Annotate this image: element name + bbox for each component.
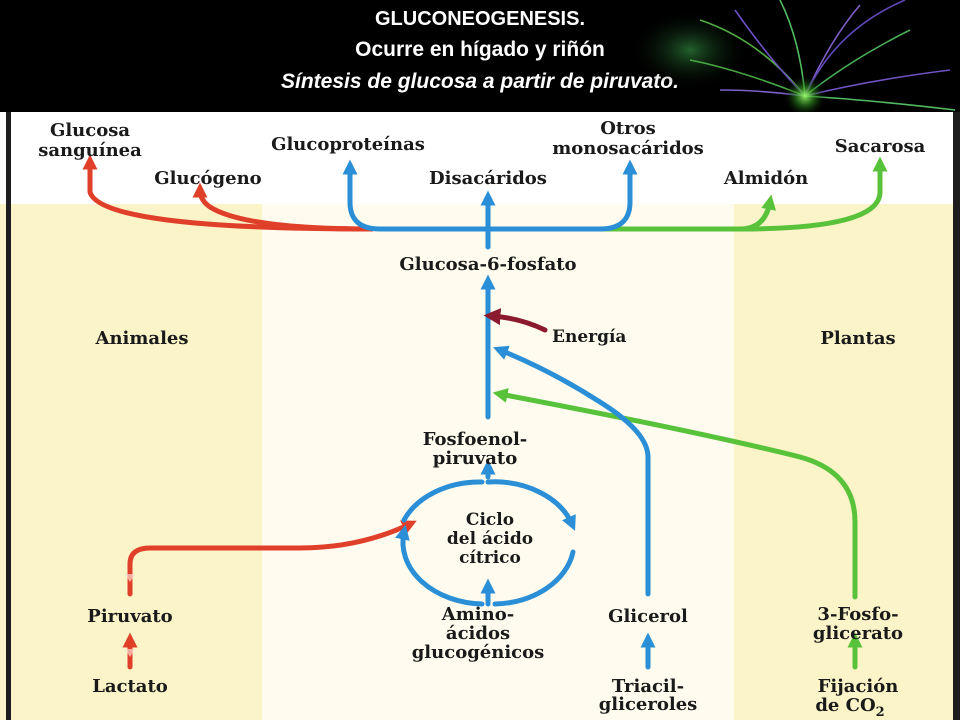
label-sacarosa: Sacarosa <box>835 136 926 157</box>
label-almidon: Almidón <box>723 168 808 189</box>
arrow-to-sacarosa <box>737 156 888 232</box>
chevron-up-icon <box>125 649 135 657</box>
label-glucosa-sanguinea-2: sanguínea <box>38 140 142 161</box>
label-energia: Energía <box>552 327 626 347</box>
label-fijacion-co2-1: Fijación <box>818 676 899 697</box>
ciclo-arc-top-right <box>485 479 576 531</box>
label-glucogeno: Glucógeno <box>154 168 261 189</box>
arrow-to-glucosa-sanguinea <box>82 154 375 232</box>
label-glucosa-6-fosfato: Glucosa-6-fosfato <box>399 254 576 275</box>
label-3-fosfoglicerato-1: 3-Fosfo- <box>817 604 898 625</box>
arrow-to-glucoproteinas <box>342 159 491 232</box>
slide-caption: Síntesis de glucosa a partir de piruvato… <box>281 70 679 93</box>
label-plantas: Plantas <box>820 328 895 349</box>
arrow-glicerol-to-g6p <box>493 345 651 597</box>
label-triacilgliceroles-2: gliceroles <box>599 694 698 715</box>
label-fosfoenolpiruvato-2: piruvato <box>433 448 517 469</box>
label-ciclo-3: cítrico <box>459 548 521 568</box>
label-fijacion-co2-text: de CO <box>815 695 875 716</box>
label-fijacion-co2-subscript: 2 <box>876 705 885 720</box>
label-aminoacidos-2: ácidos <box>446 623 510 644</box>
label-ciclo-2: del ácido <box>447 529 533 549</box>
label-fijacion-co2-2: de CO2 <box>815 695 884 720</box>
label-glucoproteinas: Glucoproteínas <box>271 134 425 155</box>
energy-input-arrow <box>483 308 548 333</box>
label-otros-monosacaridos-2: monosacáridos <box>552 138 704 159</box>
ciclo-arc-bottom-right <box>492 549 576 607</box>
label-aminoacidos-3: glucogénicos <box>412 642 545 663</box>
right-border <box>953 112 960 720</box>
label-triacilgliceroles-1: Triacil- <box>612 676 684 697</box>
slide-header: GLUCONEOGENESIS. Ocurre en hígado y riñó… <box>0 0 960 112</box>
arrow-3-fosfoglicerato-to-g6p <box>492 388 858 600</box>
plants-panel <box>734 204 960 720</box>
ciclo-arc-top-left <box>401 479 485 523</box>
label-aminoacidos-1: Amino- <box>441 604 514 625</box>
arrow-to-otros-monosacaridos <box>485 159 638 232</box>
label-animales: Animales <box>94 328 188 349</box>
label-piruvato: Piruvato <box>87 606 172 627</box>
chevron-up-icon <box>125 574 135 582</box>
label-disacaridos: Disacáridos <box>429 168 547 189</box>
label-glicerol: Glicerol <box>608 606 688 627</box>
label-ciclo-1: Ciclo <box>466 510 514 530</box>
arrow-piruvato-to-ciclo <box>127 520 417 597</box>
burst-decoration-icon <box>630 0 956 112</box>
label-fosfoenolpiruvato-1: Fosfoenol- <box>423 429 528 450</box>
label-otros-monosacaridos-1: Otros <box>600 118 656 139</box>
ciclo-arc-bottom-left <box>395 524 485 607</box>
slide-subtitle: Ocurre en hígado y riñón <box>355 38 605 61</box>
label-3-fosfoglicerato-2: glicerato <box>813 623 903 644</box>
slide-title: GLUCONEOGENESIS. <box>374 8 586 30</box>
left-border <box>6 112 11 720</box>
label-glucosa-sanguinea-1: Glucosa <box>50 120 130 141</box>
gluconeogenesis-diagram: Glucosa sanguínea Glucoproteínas Otros m… <box>0 112 960 720</box>
label-lactato: Lactato <box>92 676 168 697</box>
